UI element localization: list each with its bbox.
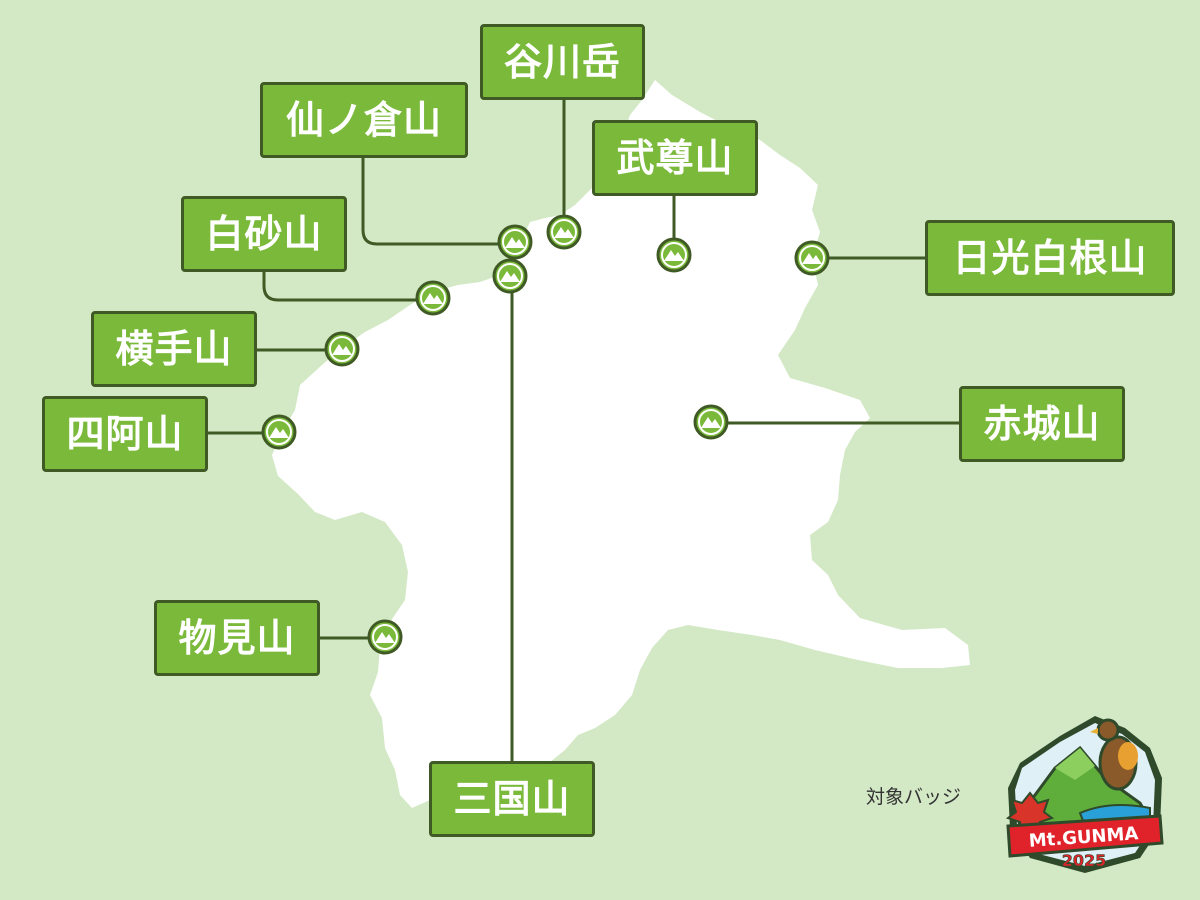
badge-bird-icon	[1090, 718, 1138, 791]
label-nikko-shirane[interactable]: 日光白根山	[925, 220, 1175, 296]
mountain-marker-icon[interactable]	[324, 331, 360, 367]
label-tanigawa[interactable]: 谷川岳	[480, 24, 645, 100]
label-shirasuna[interactable]: 白砂山	[181, 196, 347, 272]
label-yokote[interactable]: 横手山	[91, 311, 257, 387]
mountain-marker-icon[interactable]	[497, 224, 533, 260]
mountain-marker-icon[interactable]	[415, 280, 451, 316]
connector-line-sennokura	[361, 156, 515, 246]
mountain-marker-icon[interactable]	[656, 237, 692, 273]
badge-ribbon	[1006, 814, 1164, 858]
badge-caption: 対象バッジ	[866, 786, 962, 808]
label-monomi[interactable]: 物見山	[154, 600, 320, 676]
mountain-marker-icon[interactable]	[492, 258, 528, 294]
label-azumaya[interactable]: 四阿山	[42, 396, 208, 472]
label-sennokura[interactable]: 仙ノ倉山	[260, 82, 468, 158]
label-akagi[interactable]: 赤城山	[959, 386, 1125, 462]
mountain-marker-icon[interactable]	[367, 619, 403, 655]
mountain-marker-icon[interactable]	[261, 414, 297, 450]
badge-year: 2025	[1062, 851, 1107, 870]
connector-line-shirasuna	[262, 272, 433, 302]
label-mikuni[interactable]: 三国山	[429, 761, 595, 837]
label-buson[interactable]: 武尊山	[592, 120, 758, 196]
mt-gunma-badge: Mt.GUNMA 2025	[1005, 716, 1164, 873]
mountain-marker-icon[interactable]	[794, 240, 830, 276]
mountain-marker-icon[interactable]	[693, 404, 729, 440]
mountain-marker-icon[interactable]	[546, 214, 582, 250]
